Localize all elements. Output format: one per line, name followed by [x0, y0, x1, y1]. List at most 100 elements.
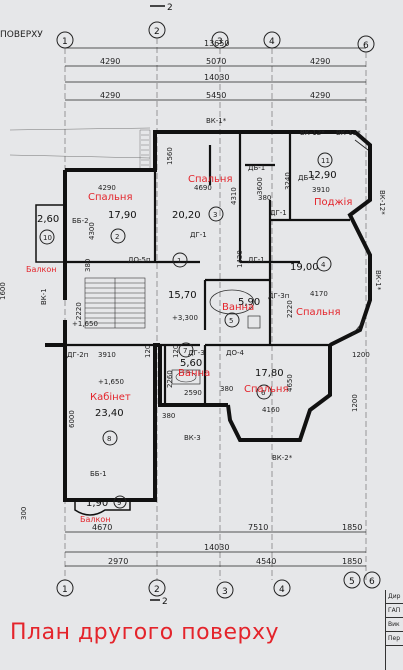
- room-3-label: Спальня: [188, 174, 233, 185]
- svg-text:ДГ-1: ДГ-1: [248, 256, 265, 264]
- room-3-area: 20,20: [172, 210, 201, 221]
- dim-bottom-14030: 14030: [204, 543, 229, 552]
- svg-text:2: 2: [115, 233, 119, 241]
- room-2: Спальня 17,90 2: [88, 192, 137, 244]
- room-10-label: Балкон: [26, 265, 56, 274]
- svg-text:380: 380: [162, 412, 175, 420]
- svg-text:3240: 3240: [284, 172, 292, 190]
- dim-top-5450: 5450: [206, 91, 226, 100]
- section-mark-top: 2: [167, 3, 173, 13]
- room-1: 1 15,70: [168, 252, 197, 301]
- svg-text:120: 120: [172, 345, 180, 358]
- inner-dimensions: 4290 3910 4690 4310 1560 3240 3600 4170 …: [0, 147, 370, 520]
- axis-bottom-1: 1: [62, 585, 68, 595]
- svg-text:3910: 3910: [98, 351, 116, 359]
- title-block-row: Пер: [386, 632, 403, 646]
- room-3: Спальня 20,20 3: [172, 174, 233, 222]
- svg-text:380: 380: [258, 194, 271, 202]
- room-8-area: 23,40: [95, 408, 124, 419]
- svg-text:1600: 1600: [0, 282, 7, 300]
- room-4: 19,00 4 Спальня: [290, 256, 341, 318]
- element-marks: ВК-1* ВК-12* ВК-12* ВК-12* ВК-1 ВК-1* ВК…: [40, 117, 386, 478]
- svg-text:4290: 4290: [98, 184, 116, 192]
- svg-text:5: 5: [229, 317, 233, 325]
- svg-text:2260: 2260: [166, 370, 174, 388]
- svg-text:2220: 2220: [286, 300, 294, 318]
- svg-text:ДГ-3п: ДГ-3п: [268, 292, 289, 300]
- room-5: 5,90 Ванна 5: [222, 297, 260, 328]
- room-6-label: Спальня: [244, 384, 289, 395]
- svg-text:1430: 1430: [236, 250, 244, 268]
- svg-text:4690: 4690: [194, 184, 212, 192]
- svg-text:2590: 2590: [184, 389, 202, 397]
- svg-text:ВК-12*: ВК-12*: [300, 129, 325, 137]
- axis-top-1: 1: [62, 37, 68, 47]
- svg-text:120: 120: [144, 345, 152, 358]
- room-4-label: Спальня: [296, 307, 341, 318]
- room-8: Кабінет 23,40 8: [90, 391, 131, 446]
- svg-text:ДО-5п: ДО-5п: [128, 256, 151, 264]
- room-11-area: 12,90: [308, 170, 337, 181]
- svg-text:3910: 3910: [312, 186, 330, 194]
- svg-text:ВК-2*: ВК-2*: [272, 454, 293, 462]
- svg-text:+1,650: +1,650: [72, 320, 98, 328]
- svg-text:2220: 2220: [75, 302, 83, 320]
- svg-text:ДГ-3: ДГ-3: [188, 349, 205, 357]
- svg-text:11: 11: [321, 157, 330, 165]
- axis-bottom-6: 6: [369, 577, 375, 587]
- room-7: 7 5,60 Ванна: [178, 342, 210, 379]
- svg-text:ДБ-1: ДБ-1: [248, 164, 265, 172]
- room-9-label: Балкон: [80, 515, 110, 524]
- svg-text:ББ-1: ББ-1: [90, 470, 107, 478]
- dim-bottom-1850a: 1850: [342, 523, 362, 532]
- room-11: 11 12,90 Поджія: [308, 152, 352, 208]
- axis-top-2: 2: [154, 27, 160, 37]
- title-block-row: Вик: [386, 618, 403, 632]
- axis-top-3: 3: [217, 37, 223, 47]
- svg-text:ДБ-1: ДБ-1: [298, 174, 315, 182]
- room-2-area: 17,90: [108, 210, 137, 221]
- axis-bottom-2: 2: [154, 585, 160, 595]
- svg-text:1560: 1560: [166, 147, 174, 165]
- svg-text:ВК-12*: ВК-12*: [378, 190, 386, 215]
- axis-bubbles-top: 1 2 3 4 6: [56, 21, 375, 53]
- axis-bubbles-bottom: 1 2 3 4 5 6: [56, 571, 381, 599]
- room-9-area: 1,90: [86, 498, 108, 509]
- room-10: 2,60 10 Балкон: [26, 214, 59, 274]
- room-4-area: 19,00: [290, 262, 319, 273]
- dim-bottom-1850b: 1850: [342, 557, 362, 566]
- title-block-row: Дир: [386, 590, 403, 604]
- dim-top-14030: 14030: [204, 73, 229, 82]
- svg-text:4160: 4160: [262, 406, 280, 414]
- svg-text:8: 8: [107, 435, 111, 443]
- dim-top-5070: 5070: [206, 57, 226, 66]
- svg-text:4300: 4300: [88, 222, 96, 240]
- room-2-label: Спальня: [88, 192, 133, 203]
- room-6: 17,80 6 Спальня: [244, 368, 289, 400]
- svg-text:4170: 4170: [310, 290, 328, 298]
- dim-bottom-2970: 2970: [108, 557, 128, 566]
- room-6-area: 17,80: [255, 368, 284, 379]
- svg-text:ДГ-1: ДГ-1: [190, 231, 207, 239]
- svg-text:3: 3: [213, 211, 217, 219]
- svg-text:10: 10: [43, 234, 52, 242]
- room-7-area: 5,60: [180, 358, 202, 369]
- svg-text:1200: 1200: [351, 394, 359, 412]
- svg-text:ДГ-2п: ДГ-2п: [67, 351, 88, 359]
- svg-text:+1,650: +1,650: [98, 378, 124, 386]
- svg-text:380: 380: [220, 385, 233, 393]
- room-1-area: 15,70: [168, 290, 197, 301]
- svg-text:4: 4: [321, 261, 326, 269]
- svg-text:380: 380: [84, 259, 92, 272]
- dim-top-4290a: 4290: [100, 57, 120, 66]
- svg-text:ВК-3: ВК-3: [184, 434, 201, 442]
- dim-bottom-7510: 7510: [248, 523, 268, 532]
- svg-text:7: 7: [183, 347, 187, 355]
- svg-text:ВК-1: ВК-1: [40, 288, 48, 305]
- dim-top-13650: 13650: [204, 39, 229, 48]
- title-block: Дир ГАП Вик Пер: [385, 590, 403, 670]
- room-7-label: Ванна: [178, 368, 210, 379]
- plan-title: План другого поверху: [10, 620, 280, 645]
- svg-text:+3,300: +3,300: [172, 314, 198, 322]
